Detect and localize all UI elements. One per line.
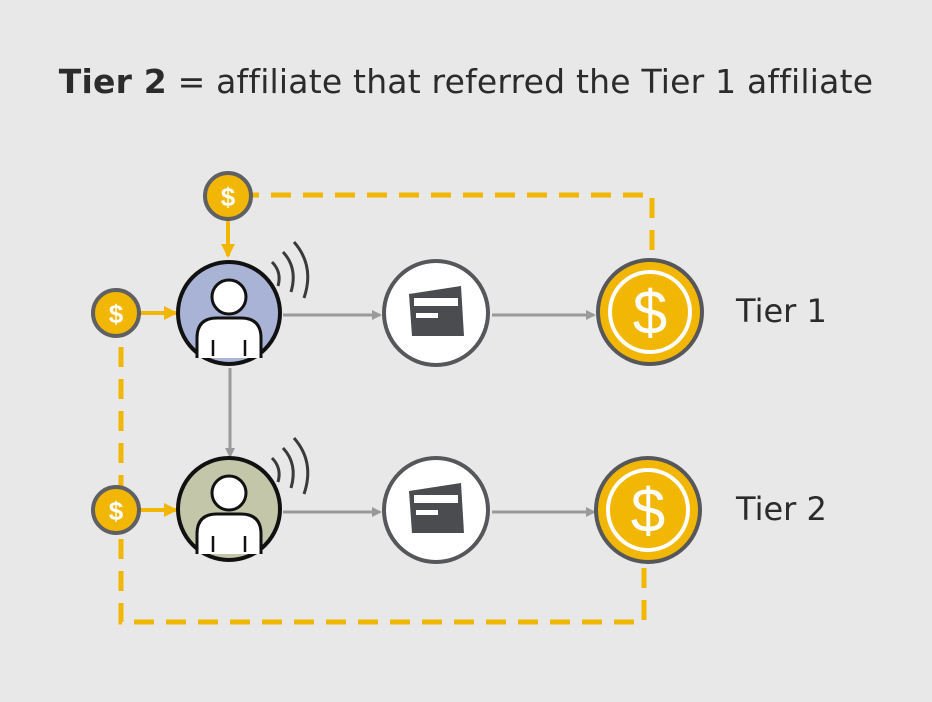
svg-text:$: $ xyxy=(109,496,124,526)
person-icon xyxy=(195,474,263,554)
input-coin-tier2: $ xyxy=(91,485,178,535)
commission-coin-tier2: $ xyxy=(594,456,702,564)
tier1-commission-dashed-line xyxy=(252,192,655,250)
commission-coin-tier1: $ xyxy=(596,258,704,366)
svg-text:$: $ xyxy=(633,279,667,348)
svg-text:$: $ xyxy=(631,477,665,546)
svg-text:$: $ xyxy=(221,182,236,212)
title-rest: = affiliate that referred the Tier 1 aff… xyxy=(166,62,874,101)
affiliate-tier2-node xyxy=(176,437,310,562)
signal-waves-icon xyxy=(270,437,310,495)
purchase-tier2-node xyxy=(382,456,490,564)
tier2-label: Tier 2 xyxy=(736,490,827,528)
affiliate-tier1-node xyxy=(176,241,310,366)
tier1-label: Tier 1 xyxy=(736,292,827,330)
input-coin-tier1: $ xyxy=(91,288,178,338)
credit-card-icon xyxy=(409,286,464,336)
person-icon xyxy=(195,278,263,358)
svg-text:$: $ xyxy=(109,299,124,329)
input-coin-top: $ xyxy=(203,171,253,258)
diagram-title: Tier 2 = affiliate that referred the Tie… xyxy=(0,62,932,101)
purchase-tier1-node xyxy=(382,259,490,367)
title-bold: Tier 2 xyxy=(58,62,167,101)
tier2-commission-dashed-line xyxy=(118,330,647,625)
credit-card-icon xyxy=(409,483,464,533)
signal-waves-icon xyxy=(270,241,310,299)
